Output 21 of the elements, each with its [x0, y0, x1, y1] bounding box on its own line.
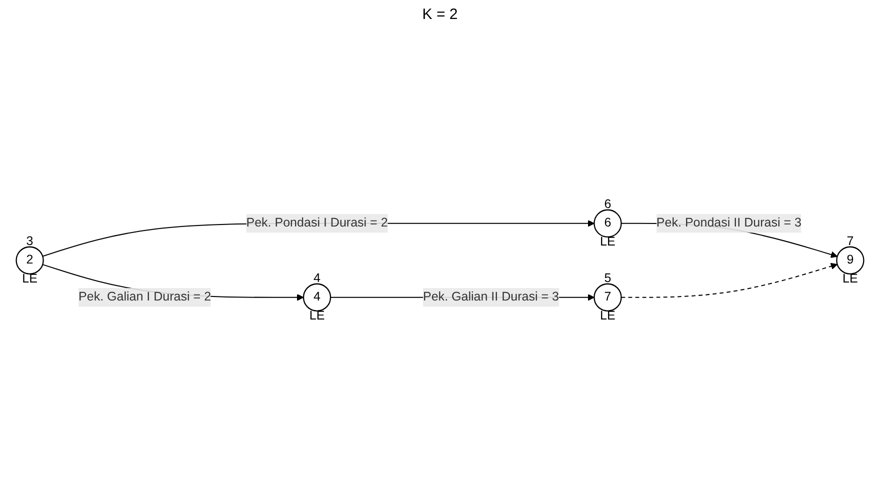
node-label: LE — [309, 308, 325, 322]
node-circle: 7 — [594, 282, 622, 312]
node-label: 7 — [846, 234, 854, 248]
edge-label: Pek. Galian II Durasi = 3 — [423, 290, 559, 304]
node-label: 6 — [604, 197, 612, 210]
node-label: 5 — [604, 271, 612, 284]
node-circle: 9 — [836, 246, 864, 274]
node-label: LE — [22, 272, 38, 286]
arrow — [621, 262, 838, 298]
edge-label: Pek. Galian I Durasi = 2 — [78, 290, 212, 304]
edge-label: Pek. Pondasi II Durasi = 3 — [656, 216, 802, 230]
node-label: LE — [600, 234, 616, 248]
node-circle: 4 — [302, 282, 332, 312]
node-label: 4 — [314, 271, 320, 284]
node-label: LE — [842, 272, 858, 286]
node-circle: 2 — [16, 246, 44, 274]
node-circle: 6 — [594, 208, 622, 238]
node-label: LE — [600, 308, 616, 322]
edge-label: Pek. Pondasi I Durasi = 2 — [246, 216, 388, 230]
node-label: 3 — [26, 234, 34, 248]
note-label: K = 2 — [422, 6, 458, 23]
